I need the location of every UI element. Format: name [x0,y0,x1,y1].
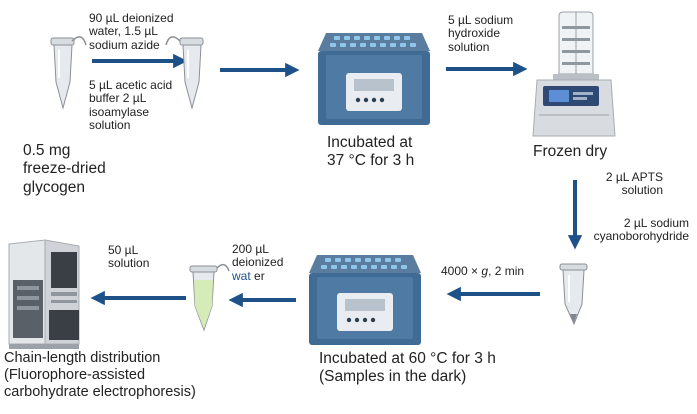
tube-icon [50,36,87,110]
freeze-dry-label: Frozen dry [533,143,608,160]
step1-reagents-label: 90 µL deionized water, 1.5 µL sodium azi… [89,11,174,52]
incubation1-label: Incubated at 37 °C for 3 h [327,134,415,170]
analysis-label: Chain-length distribution (Fluorophore-a… [4,350,196,401]
step3-cyano-label: 2 µL sodium cyanoborohydride [593,216,689,244]
tube-icon [165,36,204,110]
incubation2-label: Incubated at 60 °C for 3 h (Samples in t… [319,350,496,386]
tube-icon [559,263,588,326]
load-volume-label: 50 µL solution [108,243,150,271]
step3-apts-label: 2 µL APTS solution [605,170,663,198]
flow-arrows [90,53,583,308]
electrophoresis-instrument-icon [8,239,80,349]
tube-icon [189,263,230,332]
dilution-label: 200 µL deionized wat er [232,242,284,283]
incubator-icon [318,33,430,125]
step2-reagent-label: 5 µL sodium hydroxide solution [448,13,514,54]
start-material-label: 0.5 mg freeze-dried glycogen [23,142,106,196]
freeze-dryer-icon [532,11,616,137]
step1-buffer-label: 5 µL acetic acid buffer 2 µL isoamylase … [89,78,173,133]
centrifuge-label: 4000 × g, 2 min [441,264,525,278]
incubator-icon [309,255,421,345]
